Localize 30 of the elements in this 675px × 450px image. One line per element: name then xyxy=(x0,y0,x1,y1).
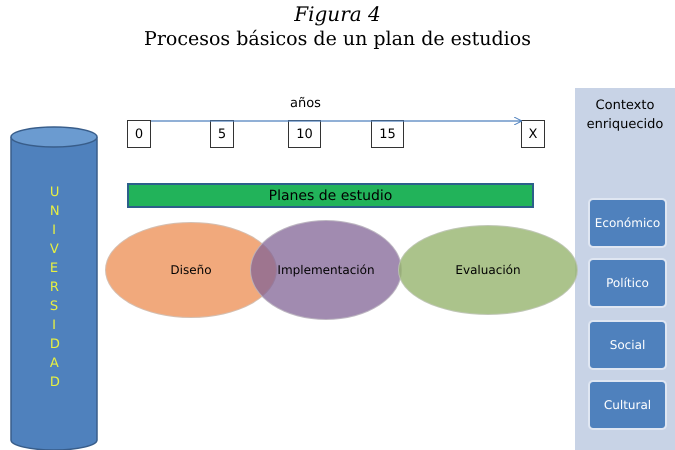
figure-title: Figura 4 xyxy=(293,2,382,26)
context-box xyxy=(588,258,667,308)
node-text: Económico xyxy=(594,216,660,230)
node-text: 0 xyxy=(134,126,144,142)
node-text: 5 xyxy=(218,126,226,142)
context-box xyxy=(588,320,667,370)
node-text: Evaluación xyxy=(455,263,521,277)
year-box xyxy=(127,120,151,148)
node-text: Implementación xyxy=(277,263,375,277)
context-box xyxy=(588,198,667,248)
plan-bar xyxy=(127,183,534,208)
arrow xyxy=(151,116,522,126)
node-text: Político xyxy=(606,276,649,290)
year-box xyxy=(371,120,404,148)
panel-heading: Contexto enriquecido xyxy=(586,97,664,134)
year-box xyxy=(288,120,321,148)
axis-label: años xyxy=(290,96,321,111)
year-box xyxy=(521,120,545,148)
node-text: X xyxy=(528,126,538,142)
vertical-label: UNIVERSIDAD xyxy=(50,184,58,392)
node-text: Cultural xyxy=(604,398,652,412)
node-text: 10 xyxy=(296,126,313,142)
node-text: Planes de estudio xyxy=(268,188,392,204)
year-box xyxy=(210,120,234,148)
node-text: Social xyxy=(610,338,646,352)
figure-caption: Procesos básicos de un plan de estudios xyxy=(143,28,532,50)
node-text: 15 xyxy=(379,126,396,142)
node-text: Diseño xyxy=(170,263,212,277)
context-box xyxy=(588,380,667,430)
context-panel xyxy=(575,88,675,450)
